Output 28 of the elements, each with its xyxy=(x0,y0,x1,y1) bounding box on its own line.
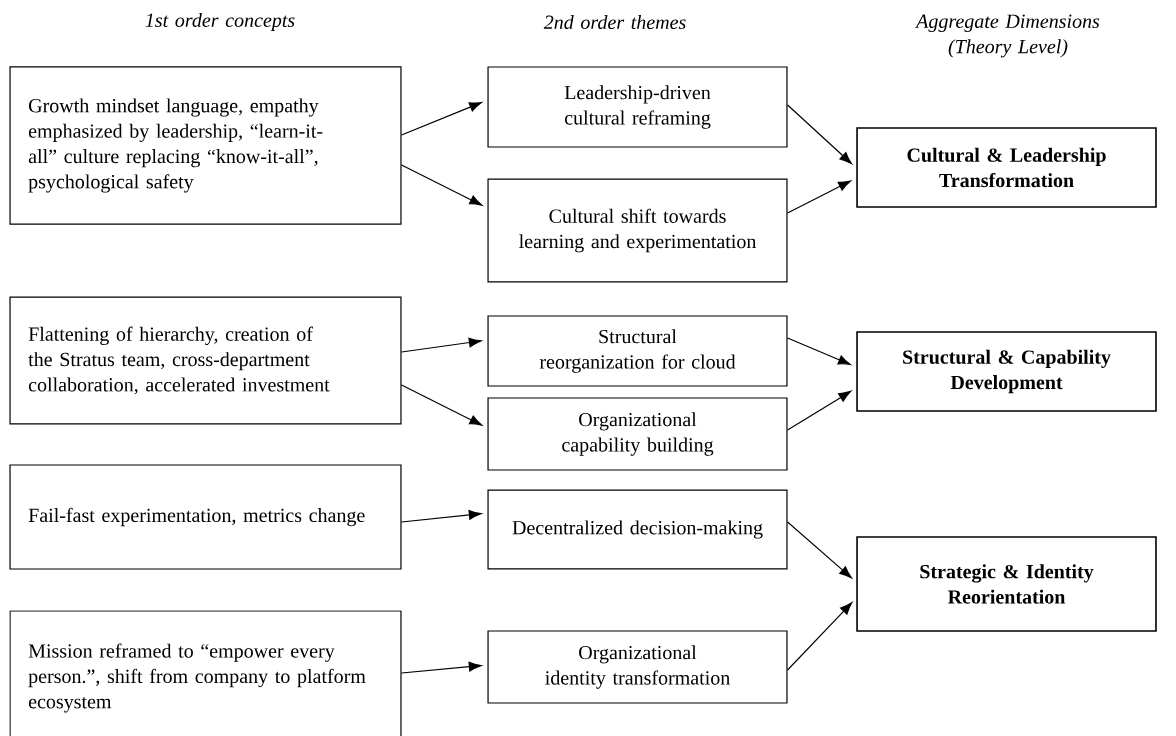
arrow xyxy=(787,602,853,671)
concept-box: Fail-fast experimentation, metrics change xyxy=(9,464,402,570)
arrow xyxy=(400,661,482,674)
concept-box: Mission reframed to “empower every person.”, shift from company to platform ecosystem xyxy=(9,610,402,736)
column-heading: Aggregate Dimensions (Theory Level) xyxy=(915,14,1100,58)
column-heading: 1st order concepts xyxy=(145,12,295,32)
theme-box: Decentralized decision-making xyxy=(487,489,788,570)
arrow xyxy=(787,104,852,165)
arrow xyxy=(400,384,483,426)
arrow xyxy=(400,510,482,523)
arrow xyxy=(400,164,483,206)
arrow xyxy=(787,180,851,214)
concept-box: Growth mindset language, empathy emphasized by leadership, “learn-it-all” culture replacing “know-it-all”, psychological safety xyxy=(9,66,402,225)
theme-box: Leadership-driven cultural reframing xyxy=(487,66,788,148)
dimension-box: Structural & Capability Development xyxy=(856,331,1157,412)
arrow xyxy=(400,337,482,353)
theme-box: Organizational identity transformation xyxy=(487,630,788,704)
arrow xyxy=(787,390,852,431)
dimension-box: Strategic & Identity Reorientation xyxy=(856,536,1157,632)
theme-box: Organizational capability building xyxy=(487,397,788,471)
theme-box: Cultural shift towards learning and experimentation xyxy=(487,178,788,283)
arrow xyxy=(787,521,852,579)
concept-box: Flattening of hierarchy, creation of the Stratus team, cross-department collaboration, accelerated investment xyxy=(9,296,402,425)
dimension-box: Cultural & Leadership Transformation xyxy=(856,127,1157,208)
theme-box: Structural reorganization for cloud xyxy=(487,315,788,387)
column-heading: 2nd order themes xyxy=(543,14,686,30)
arrow xyxy=(787,337,851,366)
arrow xyxy=(400,101,482,136)
